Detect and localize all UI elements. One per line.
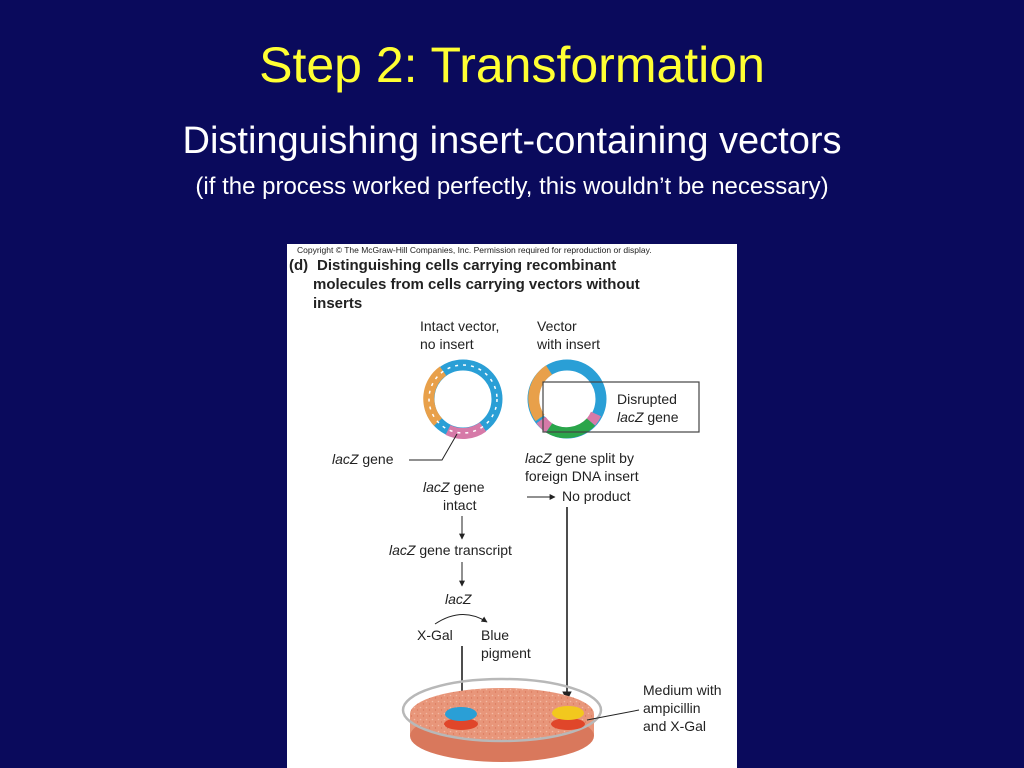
- disrupted-label-line-2: lacZ gene: [617, 409, 679, 425]
- red-colony-left: [444, 718, 478, 730]
- intact-plasmid: [423, 359, 503, 439]
- medium-label-line-2: ampicillin: [643, 700, 701, 716]
- blue-pigment-label-line-1: Blue: [481, 627, 509, 643]
- lacz-enzyme-label: lacZ: [445, 591, 472, 607]
- panel-letter: (d): [289, 257, 308, 274]
- lacz-transcript-label: lacZ gene transcript: [389, 542, 512, 558]
- lacz-intact-label-line-1: lacZ gene: [423, 479, 485, 495]
- figure-panel: Copyright © The McGraw-Hill Companies, I…: [287, 244, 737, 768]
- intact-vector-label-line-2: no insert: [420, 336, 474, 352]
- copyright-text: Copyright © The McGraw-Hill Companies, I…: [297, 245, 652, 255]
- medium-label-line-1: Medium with: [643, 682, 722, 698]
- no-product-label: No product: [562, 488, 631, 504]
- recombinant-plasmid: [527, 359, 607, 439]
- medium-leader-line: [586, 709, 640, 721]
- lacz-split-label-line-2: foreign DNA insert: [525, 468, 639, 484]
- enzyme-reaction-arrow: [434, 614, 488, 625]
- red-colony-right: [551, 718, 585, 730]
- figure-diagram: Copyright © The McGraw-Hill Companies, I…: [289, 245, 722, 762]
- medium-label-line-3: and X-Gal: [643, 718, 706, 734]
- slide-note: (if the process worked perfectly, this w…: [195, 173, 829, 200]
- lacz-leader-line: [409, 433, 458, 461]
- blue-pigment-label-line-2: pigment: [481, 645, 531, 661]
- panel-heading-line-3: inserts: [313, 295, 362, 312]
- vector-insert-label-line-1: Vector: [537, 318, 577, 334]
- lacz-split-label-line-1: lacZ gene split by: [525, 450, 634, 466]
- intact-vector-label-line-1: Intact vector,: [420, 318, 499, 334]
- blue-colony: [445, 707, 477, 721]
- disrupted-lacz-box: [542, 381, 700, 433]
- panel-heading-line-1: Distinguishing cells carrying recombinan…: [317, 257, 616, 274]
- lacz-gene-label: lacZ gene: [332, 451, 394, 467]
- lacz-intact-label-line-2: intact: [443, 497, 477, 513]
- vector-insert-label-line-2: with insert: [536, 336, 600, 352]
- panel-heading-line-2: molecules from cells carrying vectors wi…: [313, 276, 640, 293]
- disrupted-label-line-1: Disrupted: [617, 391, 677, 407]
- xgal-label: X-Gal: [417, 627, 453, 643]
- yellow-colony: [552, 706, 584, 720]
- slide-title: Step 2: Transformation: [259, 37, 765, 93]
- slide-subtitle: Distinguishing insert-containing vectors: [182, 120, 842, 162]
